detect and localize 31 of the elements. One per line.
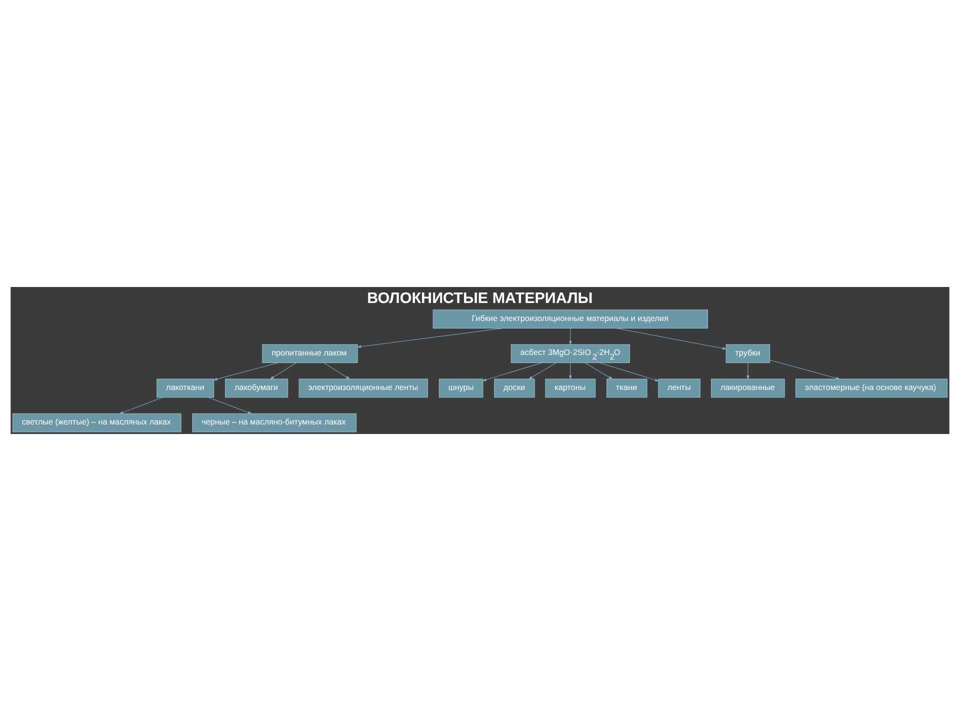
diagram-title: ВОЛОКНИСТЫЕ МАТЕРИАЛЫ [367,289,593,306]
arrow [568,362,572,380]
node-box: картоны [545,378,596,398]
node-box: ткани [606,378,648,398]
arrow [270,362,296,379]
arrow [584,362,613,379]
arrow [208,396,252,414]
node-box: шнуры [438,378,484,398]
arrow [528,362,556,379]
node-box: черные – на масляно-битумных лаках [192,412,357,432]
node-box: электроизоляционные ленты [298,378,428,398]
arrow [746,362,750,380]
arrow [616,327,727,350]
arrow [119,396,163,414]
node-box: трубки [726,344,770,363]
node-box: лакированные [711,378,785,398]
arrow [482,362,542,381]
arrow [599,362,660,381]
arrow [770,359,840,380]
node-box: доски [494,378,535,398]
arrow [324,362,350,379]
node-box: ленты [658,378,700,398]
arrow [568,328,572,345]
node-box: лакобумаги [225,378,288,398]
node-box: светлые (желтые) – на масляных лаках [12,412,182,432]
node-box: эластомерные (на основе каучука) [796,378,948,398]
node-box: лакоткани [156,378,214,398]
node-box: Гибкие электроизоляционные материалы и изделия [432,309,708,328]
arrow [213,362,278,380]
arrow [356,327,504,348]
node-box: пропитанные лаком [262,344,358,363]
